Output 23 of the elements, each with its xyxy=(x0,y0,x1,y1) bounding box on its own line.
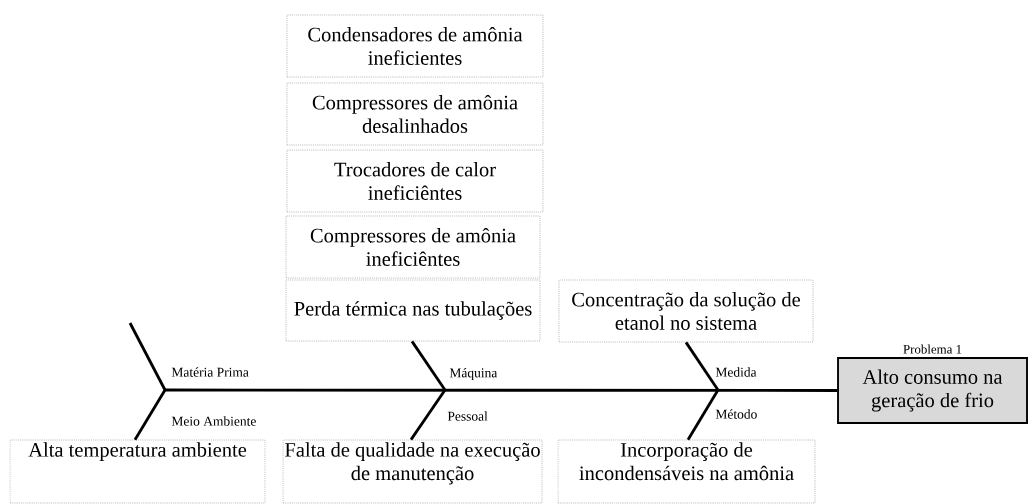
cause-box: Alta temperatura ambiente xyxy=(9,439,266,504)
fishbone-line xyxy=(684,341,720,391)
category-label: Método xyxy=(715,409,757,419)
category-label: Matéria Prima xyxy=(171,367,249,377)
cause-box: Trocadores de calor ineficiêntes xyxy=(286,149,544,213)
cause-box: Compressores de amônia desalinhados xyxy=(286,82,544,146)
problem-box: Alto consumo na geração de frio xyxy=(837,357,1028,424)
cause-box: Concentração da solução de etanol no sistema xyxy=(558,279,814,343)
fishbone-line xyxy=(133,389,167,441)
category-label: Medida xyxy=(715,367,757,377)
fishbone-line xyxy=(410,340,447,391)
fishbone-line xyxy=(409,389,447,441)
problem-label: Problema 1 xyxy=(903,344,962,354)
cause-box: Incorporação de incondensáveis na amônia xyxy=(557,439,816,504)
category-label: Pessoal xyxy=(447,411,488,421)
fishbone-line xyxy=(686,389,720,441)
cause-box: Condensadores de amônia ineficientes xyxy=(286,14,544,78)
cause-box: Compressores de amônia ineficiêntes xyxy=(285,215,541,279)
cause-box: Perda térmica nas tubulações xyxy=(285,279,541,342)
fishbone-line xyxy=(165,388,838,392)
category-label: Máquina xyxy=(449,367,498,381)
cause-box: Falta de qualidade na execução de manutenção xyxy=(282,439,543,504)
category-label: Meio Ambiente xyxy=(171,416,256,426)
